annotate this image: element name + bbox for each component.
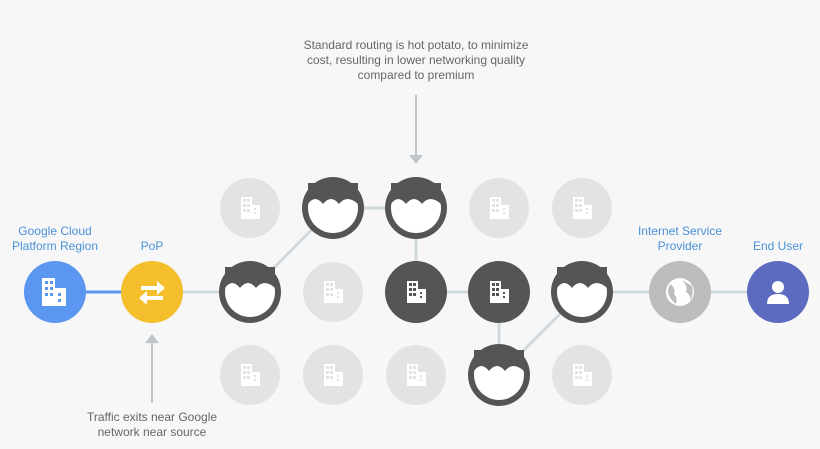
datacenter-node: [303, 262, 363, 322]
datacenter-node: [220, 345, 280, 405]
isp-node: [649, 261, 711, 323]
globe-icon: [666, 278, 694, 306]
annotation-line: network near source: [97, 425, 207, 439]
top-annotation: Standard routing is hot potato, to minim…: [276, 38, 556, 83]
gcp-region-label: Google Cloud Platform Region: [0, 224, 110, 254]
label-line: Platform Region: [11, 239, 99, 253]
datacenter-node-active: [385, 261, 447, 323]
annotation-line: cost, resulting in lower networking qual…: [306, 53, 526, 67]
active-nodes: [219, 177, 613, 406]
label-line: End User: [752, 239, 804, 253]
building-icon: [42, 278, 66, 306]
annotation-line: compared to premium: [357, 68, 475, 82]
annotation-line: Traffic exits near Google: [86, 410, 218, 424]
person-icon: [767, 281, 789, 304]
swap-arrows-icon: [139, 281, 165, 305]
bottom-arrow: [145, 334, 159, 403]
datacenter-node: [469, 178, 529, 238]
top-arrow: [409, 95, 423, 164]
ocean-wave-icon: [474, 350, 524, 400]
datacenter-node: [386, 345, 446, 405]
bottom-annotation: Traffic exits near Google network near s…: [62, 410, 242, 440]
datacenter-node: [220, 178, 280, 238]
ocean-node: [385, 177, 447, 239]
ocean-node: [219, 261, 281, 323]
label-line: Internet Service: [637, 224, 723, 238]
datacenter-node: [552, 178, 612, 238]
ocean-wave-icon: [391, 183, 441, 233]
annotation-line: Standard routing is hot potato, to minim…: [303, 38, 529, 52]
datacenter-node: [552, 345, 612, 405]
gcp-region-node: [24, 261, 86, 323]
label-line: Provider: [657, 239, 703, 253]
ocean-node: [551, 261, 613, 323]
ocean-wave-icon: [225, 267, 275, 317]
isp-label: Internet Service Provider: [620, 224, 740, 254]
datacenter-node: [303, 345, 363, 405]
end-user-label: End User: [738, 239, 818, 254]
ocean-node: [468, 344, 530, 406]
inactive-nodes: [220, 178, 612, 405]
pop-label: PoP: [112, 239, 192, 254]
end-user-node: [747, 261, 809, 323]
label-line: PoP: [140, 239, 164, 253]
datacenter-node-active: [468, 261, 530, 323]
ocean-node: [302, 177, 364, 239]
ocean-wave-icon: [557, 267, 607, 317]
label-line: Google Cloud: [18, 224, 92, 238]
ocean-wave-icon: [308, 183, 358, 233]
pop-node: [121, 261, 183, 323]
